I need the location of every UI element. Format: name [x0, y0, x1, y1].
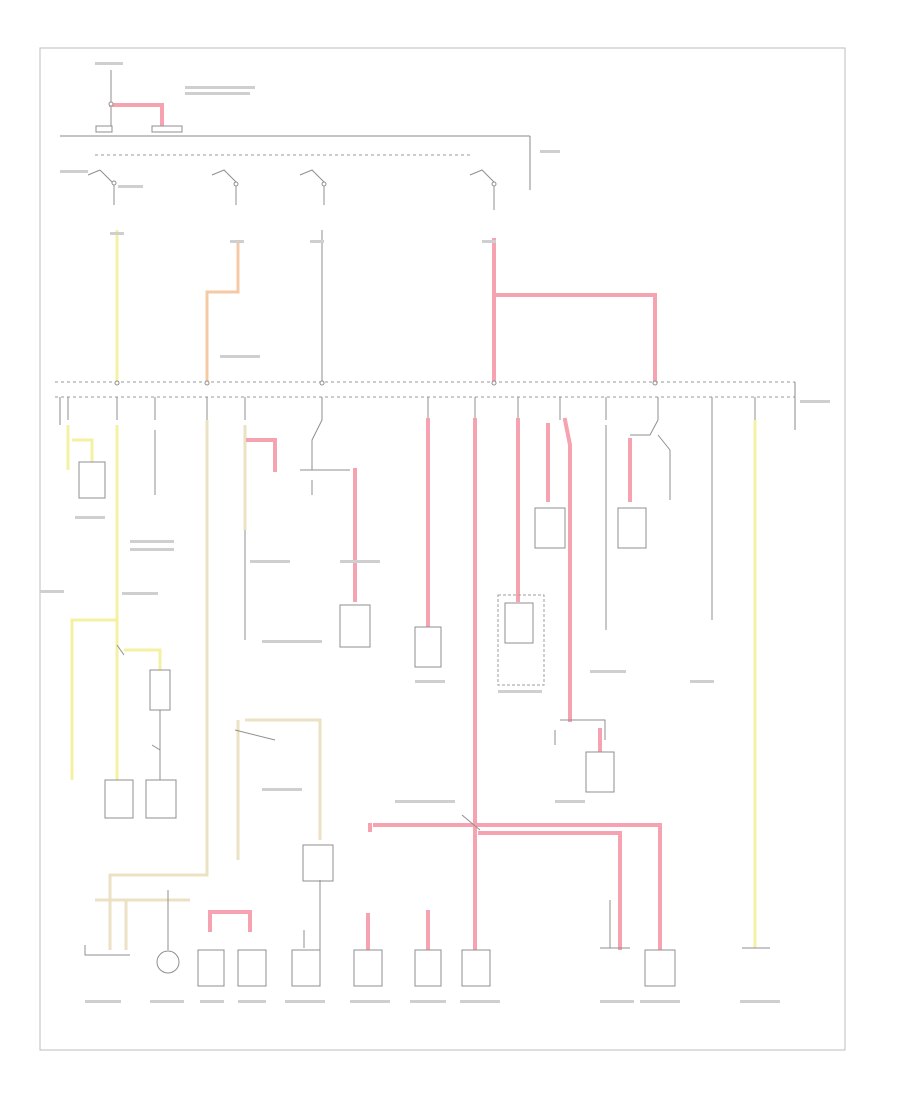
bottom-component-2: [237, 949, 267, 987]
ignition-contact-3: [299, 169, 327, 205]
bottom-component-7: [644, 949, 676, 987]
component-box-3: [302, 844, 334, 882]
diagram-frame: [39, 47, 846, 1051]
fuse-taps: [67, 397, 756, 420]
ignition-contact-1: [87, 169, 117, 205]
illegible-labels: [40, 62, 830, 1003]
fuse-module: [149, 669, 171, 711]
left-branch-circuits: [66, 420, 209, 974]
bottom-components: [197, 910, 770, 987]
relay-module-1: [78, 461, 106, 499]
fuse-block: [55, 380, 796, 430]
mid-left-circuits: [234, 419, 371, 950]
ignition-contact-2: [211, 169, 239, 205]
lamp-component: [156, 950, 180, 974]
feed-wire-2: [205, 240, 240, 382]
bottom-component-1: [197, 949, 225, 987]
center-pink-trunk: [368, 418, 662, 952]
component-box-6: [534, 507, 566, 549]
control-module: [339, 604, 371, 648]
module-outline: [497, 594, 545, 686]
bottom-component-4: [353, 949, 383, 987]
component-box-7: [585, 751, 615, 793]
battery-feed: [95, 70, 183, 133]
bottom-component-5: [414, 949, 442, 987]
right-branch-circuits: [497, 417, 757, 948]
bottom-component-6: [461, 949, 491, 987]
component-box-8: [617, 507, 647, 549]
ignition-switch: [60, 135, 531, 210]
component-box-4: [414, 626, 442, 668]
bottom-component-3: [291, 949, 321, 987]
component-box-1: [104, 779, 134, 819]
ignition-contact-4: [469, 169, 497, 210]
feed-wire-4: [492, 238, 657, 384]
component-box-2: [145, 779, 177, 819]
component-box-5: [504, 602, 534, 644]
